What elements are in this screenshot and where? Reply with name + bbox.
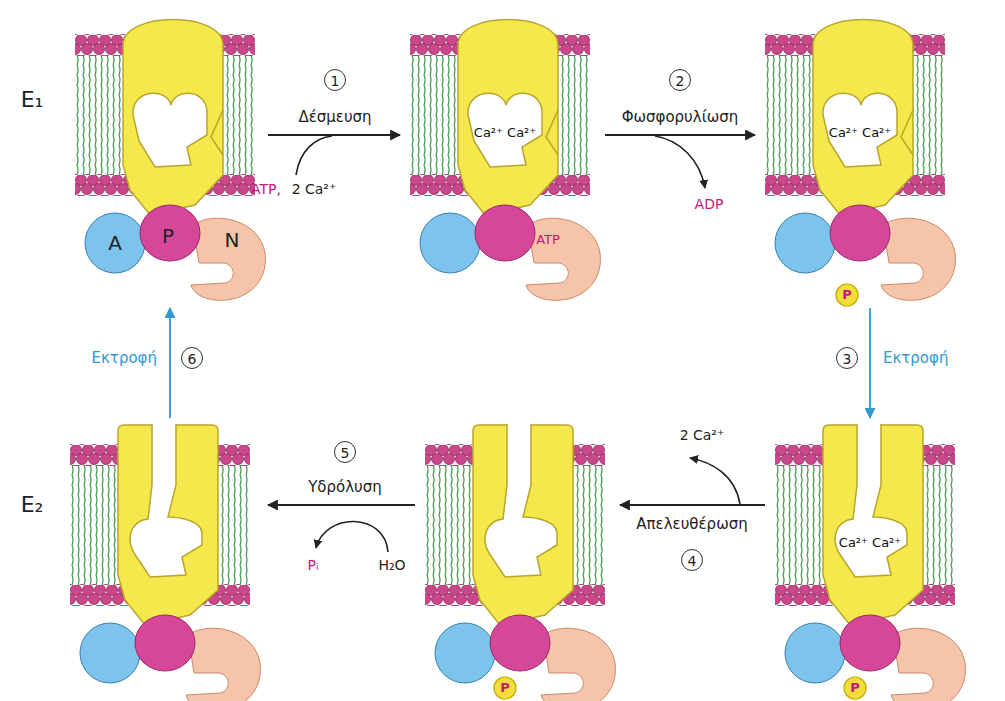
pump-state: P bbox=[415, 418, 620, 699]
domain-letter: P bbox=[162, 225, 174, 247]
callout-number: 4 bbox=[681, 549, 703, 571]
domain-letter: A bbox=[108, 232, 122, 254]
cycle-arrow bbox=[605, 134, 755, 136]
pump-state: Ca²⁺ Ca²⁺ ATP bbox=[400, 8, 605, 308]
substrate-label: H₂O bbox=[378, 558, 405, 573]
cycle-arrow bbox=[869, 308, 871, 418]
phosphate-mark: P bbox=[842, 288, 852, 302]
product-label: Pᵢ bbox=[308, 558, 319, 573]
step-label: Δέσμευση bbox=[298, 109, 371, 126]
cycle-arrow bbox=[268, 504, 415, 506]
callout-number: 1 bbox=[324, 69, 346, 91]
ion-text: ATP bbox=[536, 233, 560, 247]
pump-state: E₂ bbox=[10, 418, 268, 699]
ion-text: Ca²⁺ Ca²⁺ bbox=[839, 536, 901, 550]
ion-label: 2 Ca²⁺ bbox=[292, 182, 337, 197]
callout-number: 5 bbox=[334, 441, 356, 463]
step-label: Υδρόλυση bbox=[308, 479, 382, 496]
pump-state: E₁ A P N bbox=[10, 8, 268, 308]
output-curve bbox=[690, 458, 740, 504]
step-label: Φωσφορυλίωση bbox=[622, 109, 739, 126]
step-label: Απελευθέρωση bbox=[636, 516, 747, 533]
cycle-arrow bbox=[620, 504, 765, 506]
substrate-label: ATP, bbox=[251, 182, 281, 197]
input-curve bbox=[296, 136, 332, 175]
callout-number: 6 bbox=[181, 347, 203, 369]
state-label: E₁ bbox=[21, 88, 44, 112]
phosphate-mark: P bbox=[500, 681, 510, 695]
output-curve bbox=[655, 136, 705, 188]
callout-number: 3 bbox=[836, 347, 858, 369]
cycle-arrow bbox=[169, 308, 171, 418]
phosphate-mark: P bbox=[850, 681, 860, 695]
pump-state: Ca²⁺ Ca²⁺ P bbox=[755, 8, 960, 308]
state-label: E₂ bbox=[21, 493, 44, 517]
ion-label: 2 Ca²⁺ bbox=[680, 428, 725, 443]
ion-text: Ca²⁺ Ca²⁺ bbox=[474, 126, 536, 140]
step-label: Εκτροφή bbox=[883, 350, 948, 367]
callout-number: 2 bbox=[669, 69, 691, 91]
step-label: Εκτροφή bbox=[92, 350, 157, 367]
pump-state: Ca²⁺ Ca²⁺ P bbox=[765, 418, 970, 699]
ion-text: Ca²⁺ Ca²⁺ bbox=[829, 126, 891, 140]
exchange-curve bbox=[316, 521, 388, 552]
cycle-arrow bbox=[268, 134, 400, 136]
domain-letter: N bbox=[225, 229, 240, 251]
product-label: ADP bbox=[695, 197, 724, 212]
